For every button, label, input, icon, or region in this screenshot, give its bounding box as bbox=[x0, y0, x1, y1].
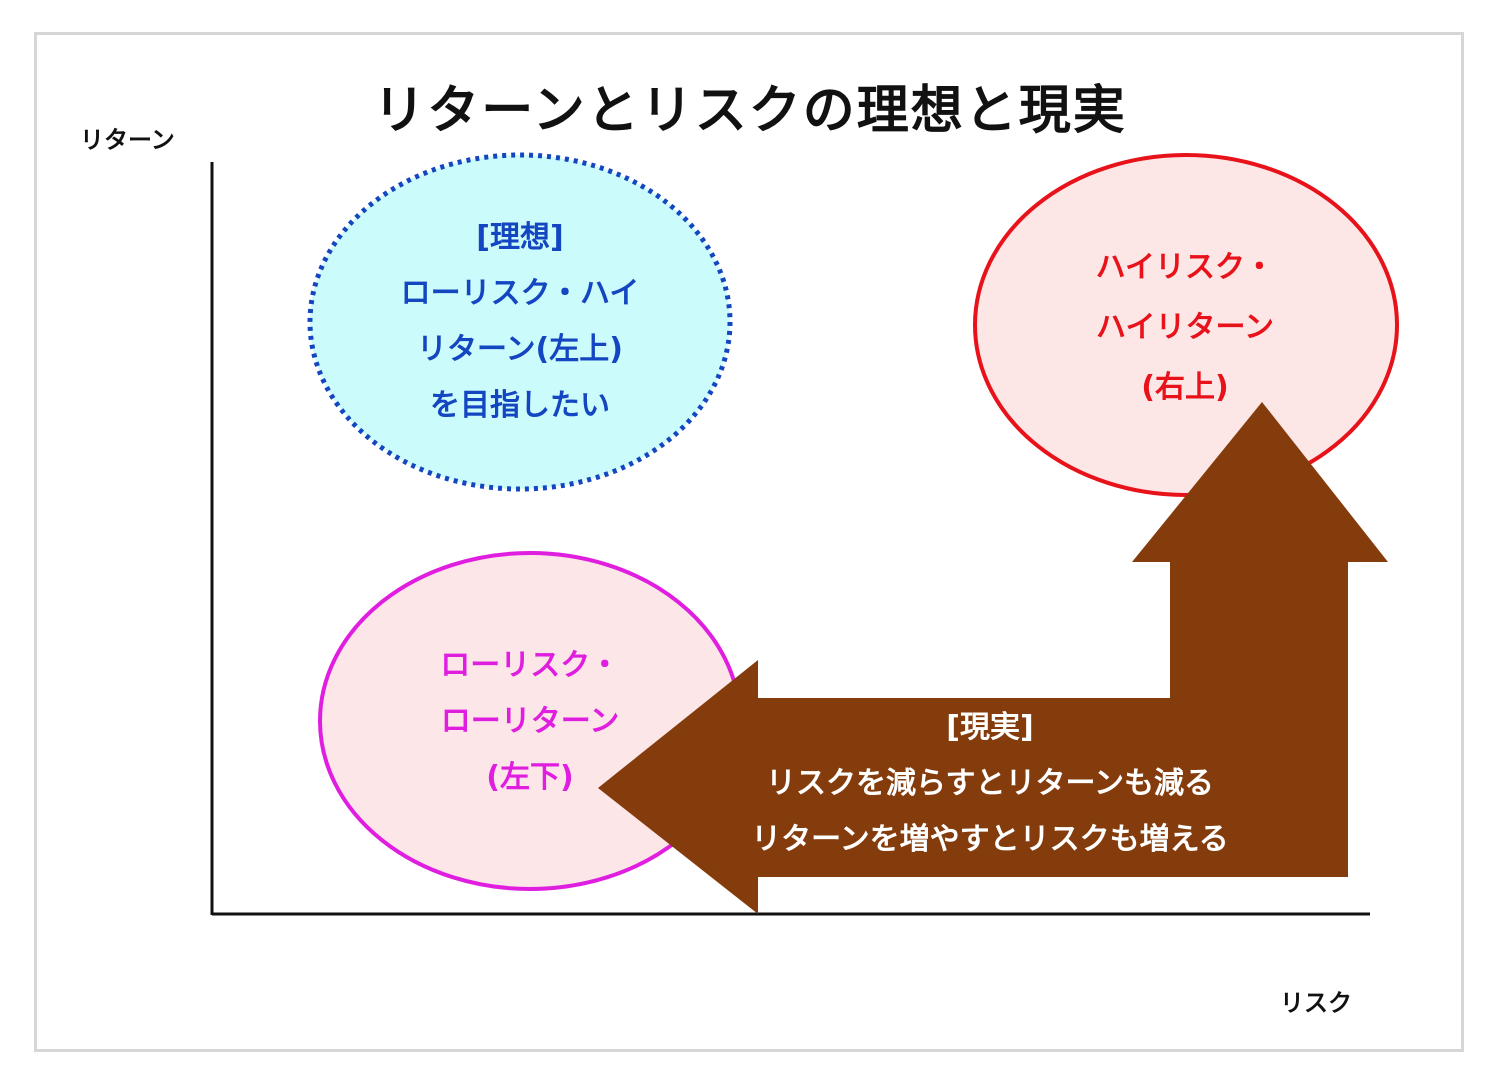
reality-arrow bbox=[598, 402, 1388, 914]
ideal-line: リターン(左上) bbox=[417, 332, 623, 367]
ideal-line: ローリスク・ハイ bbox=[400, 276, 640, 311]
diagram-title: リターンとリスクの理想と現実 bbox=[373, 81, 1127, 141]
high-risk-high-return-label: ハイリスク・ ハイリターン (右上) bbox=[1010, 238, 1360, 418]
ideal-tag: [理想] bbox=[476, 220, 564, 255]
ideal-ellipse bbox=[307, 152, 733, 492]
reality-tag: [現実] bbox=[946, 710, 1034, 745]
hh-line: (右上) bbox=[1141, 370, 1229, 405]
low-risk-low-return-label: ローリスク・ ローリターン (左下) bbox=[400, 638, 660, 806]
reality-label: [現実] リスクを減らすとリターンも減る リターンを増やすとリスクも増える bbox=[700, 700, 1280, 868]
ll-line: (左下) bbox=[486, 760, 574, 795]
ideal-line: を目指したい bbox=[430, 388, 610, 423]
hh-line: ハイリスク・ bbox=[1095, 250, 1275, 285]
y-axis-label: リターン bbox=[80, 126, 175, 154]
x-axis-label: リスク bbox=[1280, 989, 1352, 1017]
hh-line: ハイリターン bbox=[1096, 310, 1274, 345]
reality-line: リスクを減らすとリターンも減る bbox=[766, 766, 1214, 801]
diagram-frame bbox=[34, 32, 1464, 1052]
ideal-label: [理想] ローリスク・ハイ リターン(左上) を目指したい bbox=[340, 210, 700, 434]
reality-line: リターンを増やすとリスクも増える bbox=[751, 822, 1229, 857]
ll-line: ローリターン bbox=[440, 704, 620, 739]
high-risk-high-return-ellipse bbox=[973, 153, 1399, 497]
ll-line: ローリスク・ bbox=[440, 648, 620, 683]
